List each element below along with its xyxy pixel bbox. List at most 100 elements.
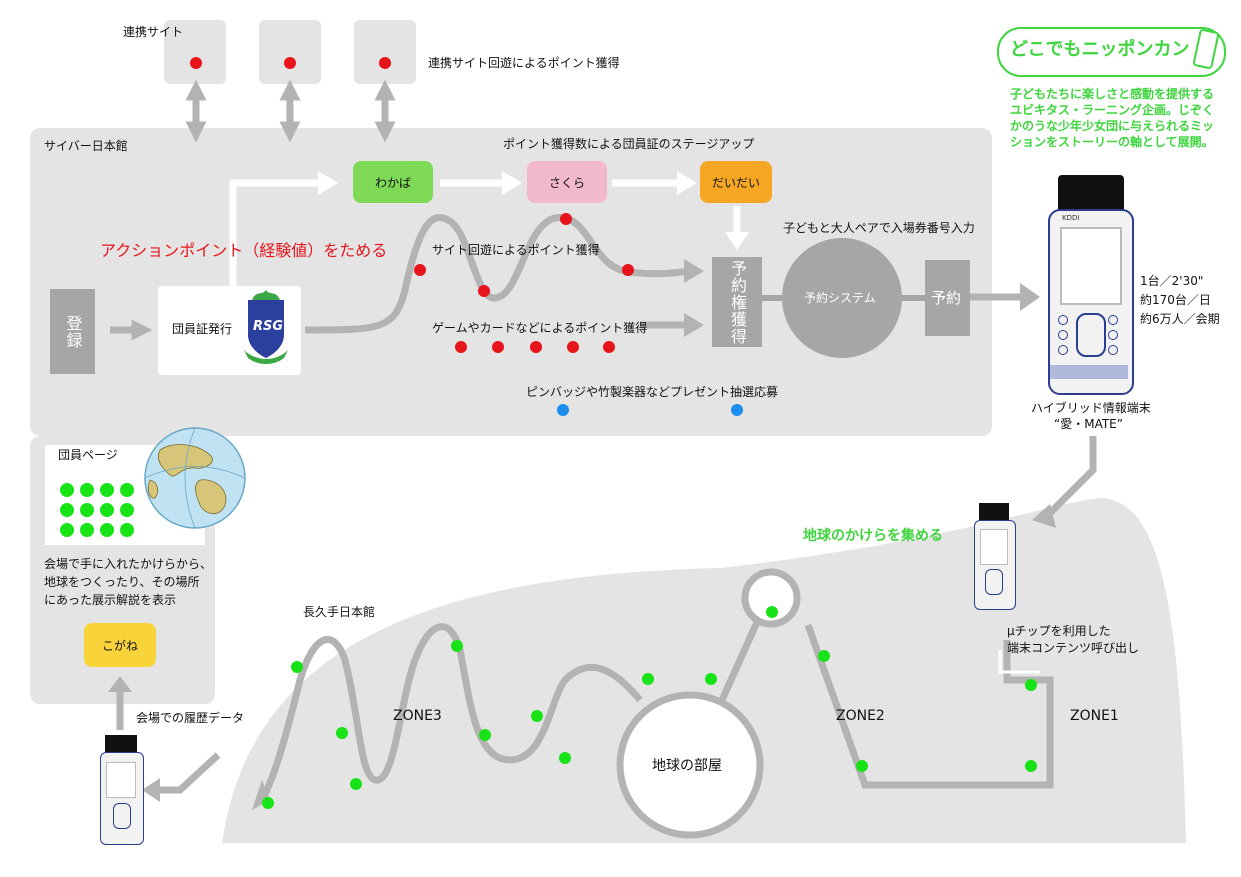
fragment-dot	[531, 710, 543, 722]
venue-hill	[222, 498, 1186, 843]
stage-wakaba: わかば	[353, 161, 433, 203]
logo-text: どこでもニッポンカン	[1010, 39, 1190, 60]
logo-desc-3: ションをストーリーの軸として展開。	[1010, 135, 1214, 149]
return-arrowhead	[142, 778, 160, 802]
member-desc-2: にあった展示解説を表示	[44, 593, 177, 607]
game-card-text: ゲームやカードなどによるポイント獲得	[432, 321, 648, 335]
zone2-top-circle	[741, 568, 801, 628]
cyber-title: サイバー日本館	[44, 139, 128, 153]
member-desc-0: 会場で手に入れたかけらから、	[44, 557, 213, 571]
device-stat-0: 1台／2'30"	[1140, 274, 1204, 288]
reserve-system-circle	[782, 238, 902, 358]
mu-chip-0: μチップを利用した	[1007, 624, 1111, 638]
reserve-label: 予約	[931, 289, 962, 307]
stage-up-arrowhead	[725, 232, 749, 250]
device-stat-2: 約6万人／会期	[1140, 312, 1220, 326]
partner-sites-label: 連携サイト	[123, 25, 184, 39]
site-tour-text: サイト回遊によるポイント獲得	[432, 243, 600, 257]
game-point-dot	[492, 341, 504, 353]
game-point-dot	[455, 341, 467, 353]
logo-desc-0: 子どもたちに楽しさと感動を提供する	[1010, 87, 1215, 101]
phone-device-large: KDDI	[1046, 175, 1134, 395]
device-model: “愛・MATE”	[1054, 417, 1123, 431]
fragment-dot	[818, 650, 830, 662]
present-text: ピンバッジや竹製楽器などプレゼント抽選応募	[526, 385, 779, 399]
site-tour-path	[304, 214, 691, 334]
fragment-dot	[705, 673, 717, 685]
mu-chip-bracket	[998, 650, 1040, 674]
fragment-dot	[766, 606, 778, 618]
logo-desc-1: ユビキタス・ラーニング企画。じぞく	[1010, 103, 1215, 117]
game-points-arrowhead	[684, 313, 704, 337]
pavilion-name: 長久手日本館	[303, 605, 376, 619]
mu-chip-1: 端末コンテンツ呼び出し	[1007, 641, 1140, 655]
member-page-label: 団員ページ	[58, 448, 118, 462]
logo-desc-2: かのうな少年少女団に与えられるミッ	[1010, 119, 1215, 133]
zone2-label: ZONE2	[836, 708, 885, 724]
device-to-venue-arrow	[1045, 436, 1097, 518]
logo-badge	[997, 27, 1226, 77]
partner-site-box	[354, 20, 416, 84]
stage-daidai: だいだい	[700, 161, 772, 203]
stage-koganee: こがね	[84, 623, 156, 667]
history-arrowhead	[108, 676, 132, 692]
stage-up-arrowhead	[318, 171, 338, 195]
reserve-right-box	[712, 257, 762, 347]
fragment-dot	[856, 760, 868, 772]
action-points-text: アクションポイント（経験値）をためる	[100, 241, 388, 260]
earth-room-label: 地球の部屋	[652, 758, 722, 774]
member-desc-1: 地球をつくったり、その場所	[44, 575, 200, 589]
zone3-label: ZONE3	[393, 708, 442, 724]
crest-letters: RSG	[253, 319, 284, 334]
zone3-path	[257, 623, 643, 805]
partner-point-dot	[379, 57, 391, 69]
partner-point-dot	[190, 57, 202, 69]
member-fragment-grid	[60, 483, 134, 537]
earth-room-circle	[616, 691, 764, 839]
fragment-dot	[479, 729, 491, 741]
stage-sakura: さくら	[527, 161, 607, 203]
game-point-dot	[603, 341, 615, 353]
partner-sites-caption: 連携サイト回遊によるポイント獲得	[428, 56, 620, 70]
zone1-label: ZONE1	[1070, 708, 1119, 724]
fragment-dot	[451, 640, 463, 652]
reserve-right-label: 予約権獲得	[728, 259, 747, 345]
register-label: 登録	[63, 314, 83, 349]
stage-up-arrowhead	[502, 171, 522, 195]
return-arrow	[158, 752, 221, 794]
partner-site-box	[164, 20, 226, 84]
game-point-dot	[530, 341, 542, 353]
globe-icon	[144, 427, 246, 529]
phone-brand: KDDI	[1062, 214, 1080, 222]
site-point-dot	[478, 285, 490, 297]
phone-device-history	[99, 735, 144, 845]
fragment-dot	[1025, 679, 1037, 691]
site-point-dot	[414, 264, 426, 276]
zone2-path	[718, 618, 762, 702]
reserve-system-label: 予約システム	[804, 291, 876, 305]
badge-issue-label: 団員証発行	[172, 322, 233, 336]
fragment-dot	[642, 673, 654, 685]
game-point-dot	[567, 341, 579, 353]
reserve-arrowhead	[1020, 283, 1040, 311]
present-dot	[731, 404, 743, 416]
device-name: ハイブリッド情報端末	[1031, 401, 1151, 415]
device-stat-1: 約170台／日	[1140, 293, 1211, 307]
present-dot	[557, 404, 569, 416]
fragment-dot	[336, 727, 348, 739]
register-box	[50, 289, 95, 374]
phone-device-venue	[973, 503, 1016, 610]
fragment-dot	[1025, 760, 1037, 772]
fragment-dot	[350, 778, 362, 790]
stage-up-caption: ポイント獲得数による団員証のステージアップ	[503, 137, 755, 151]
history-label: 会場での履歴データ	[136, 711, 245, 725]
site-point-dot	[622, 264, 634, 276]
partner-point-dot	[284, 57, 296, 69]
pair-caption: 子どもと大人ペアで入場券番号入力	[783, 221, 975, 235]
site-point-dot	[560, 213, 572, 225]
collect-fragments: 地球のかけらを集める	[803, 528, 943, 544]
reserve-box	[925, 260, 970, 336]
crest-logo	[244, 290, 288, 364]
